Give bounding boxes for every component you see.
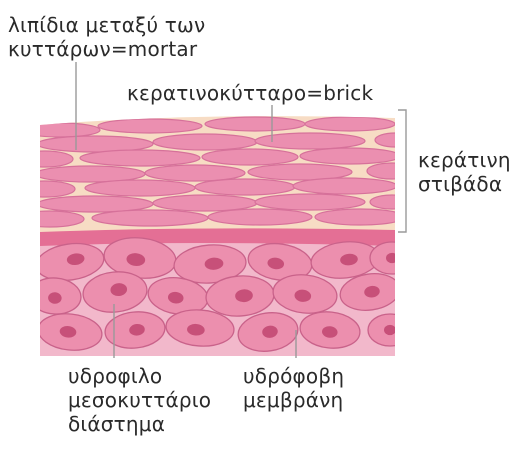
keratinocyte-brick — [98, 119, 202, 133]
keratinocyte-brick — [80, 150, 200, 166]
stratum-bracket — [398, 110, 406, 232]
label-lipids-line1: λιπίδια μεταξύ των — [8, 13, 205, 37]
keratinocyte-brick — [375, 133, 415, 147]
keratinocyte-brick — [255, 194, 365, 210]
keratinocyte-brick — [17, 151, 73, 167]
cell-nucleus — [384, 325, 396, 335]
keratinocyte-brick — [293, 178, 397, 194]
label-hydrophilic-line2: μεσοκυττάριο — [68, 388, 211, 412]
label-keratinocyte: κερατινοκύτταρο=brick — [127, 81, 373, 105]
keratinocyte-brick — [153, 195, 257, 211]
epidermal-cell — [370, 242, 414, 274]
keratinocyte-brick — [202, 149, 298, 165]
label-lipids-line2: κυττάρων=mortar — [8, 37, 197, 61]
label-hydrophobic-line1: υδρόφοβη — [243, 364, 344, 388]
keratinocyte-brick — [205, 117, 305, 131]
keratinocyte-brick — [20, 123, 100, 137]
label-stratum-line2: στιβάδα — [418, 172, 502, 196]
cell-nucleus — [386, 253, 398, 263]
label-stratum-line1: κεράτινη — [418, 148, 511, 172]
keratinocyte-brick — [15, 181, 75, 197]
keratinocyte-brick — [37, 196, 153, 212]
keratinocyte-brick — [315, 209, 405, 225]
epidermal-cells — [28, 234, 414, 355]
keratinocyte-brick — [195, 179, 295, 195]
keratinocyte-brick — [370, 195, 414, 209]
keratinocyte-brick — [85, 180, 195, 196]
keratinocyte-brick — [367, 163, 417, 179]
keratinocyte-brick — [208, 209, 312, 225]
label-hydrophilic-line3: διάστημα — [68, 412, 165, 436]
keratinocyte-brick — [145, 165, 245, 181]
keratinocyte-brick — [300, 148, 400, 164]
keratinocyte-brick — [16, 211, 84, 227]
keratinocyte-brick — [92, 210, 208, 226]
label-hydrophilic-line1: υδροφιλο — [68, 364, 162, 388]
keratinocyte-brick — [305, 117, 395, 131]
keratinocyte-brick — [153, 134, 257, 150]
label-hydrophobic-line2: μεμβράνη — [243, 388, 343, 412]
epidermal-cell — [368, 314, 412, 346]
